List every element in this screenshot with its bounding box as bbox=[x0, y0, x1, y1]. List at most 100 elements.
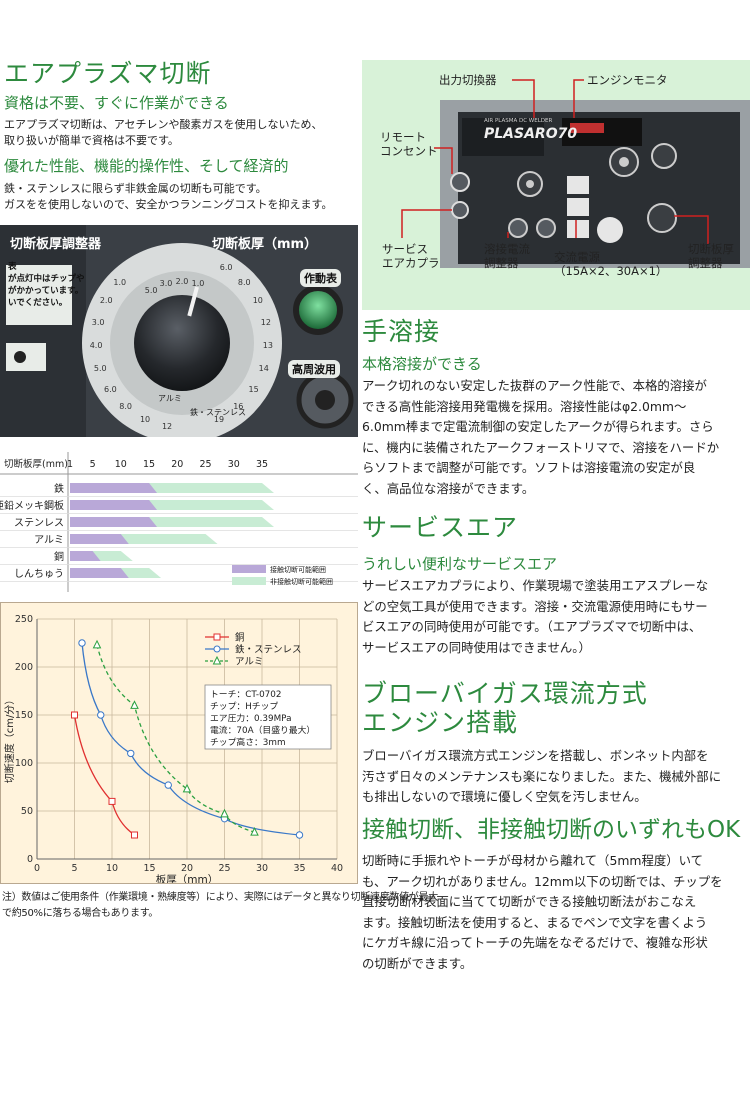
dial-scale-number: 12 bbox=[260, 318, 271, 328]
service-air-body: サービスエアカプラにより、作業現場で塗装用エアスプレーな どの空気工具が使用でき… bbox=[362, 576, 748, 658]
data-point bbox=[97, 711, 105, 719]
legend-contact-swatch bbox=[232, 565, 266, 573]
label-cut-thickness: 切断板厚 調整器 bbox=[688, 242, 734, 270]
x-axis-label: 板厚（mm） bbox=[156, 873, 218, 883]
thickness-chart-header-bg bbox=[0, 452, 358, 474]
thickness-row-label: しんちゅう bbox=[14, 568, 64, 580]
dial-scale-number: 3.0 bbox=[159, 279, 173, 289]
data-note-line: 注）数値はご使用条件（作業環境・熟練度等）により、実際にはデータと異なり切断速度… bbox=[2, 892, 438, 903]
service-air-body-line: どの空気工具が使用できます。溶接・交流電源使用時にもサー bbox=[362, 598, 708, 614]
series-line bbox=[81, 642, 300, 836]
dial-scale-number: 5.0 bbox=[144, 285, 158, 295]
contact-range-bar bbox=[70, 551, 101, 561]
panel-notice-line: 表 bbox=[8, 262, 17, 272]
dial-scale-number: 3.0 bbox=[91, 318, 105, 328]
thickness-row-label: 銅 bbox=[54, 550, 64, 563]
dial-scale-number: 16 bbox=[233, 401, 244, 411]
legend-contact-label: 接触切断可能範囲 bbox=[270, 565, 326, 574]
welding-title: 手溶接 bbox=[362, 317, 441, 346]
dial-scale-number: 12 bbox=[161, 421, 173, 431]
blowby-title-line: エンジン搭載 bbox=[362, 707, 519, 737]
y-tick-label: 200 bbox=[15, 662, 33, 673]
x-tick-label: 20 bbox=[181, 863, 193, 874]
machine-subname: AIR PLASMA DC WELDER bbox=[484, 118, 553, 124]
x-tick-label: 10 bbox=[106, 863, 118, 874]
x-tick-label: 15 bbox=[143, 863, 155, 874]
dial-title-right: 切断板厚（mm） bbox=[212, 237, 318, 252]
welding-body-line: アーク切れのない安定した抜群のアーク性能で、本格的溶接が bbox=[362, 378, 707, 393]
thickness-row-label: 鉄 bbox=[54, 482, 64, 495]
contact-cutting-body-line: の切断ができます。 bbox=[362, 955, 473, 971]
welding-body-line: く、高品位な溶接ができます。 bbox=[362, 480, 535, 496]
dial-scale-number: 10 bbox=[139, 414, 151, 424]
x-tick-label: 40 bbox=[331, 863, 343, 874]
high-frequency-label: 高周波用 bbox=[288, 360, 340, 378]
contact-cutting-body-line: も、アーク切れがありません。12mm以下の切断では、チップを bbox=[362, 873, 723, 889]
conditions-box bbox=[204, 684, 332, 750]
label-remote-outlet-line: リモート bbox=[380, 130, 426, 144]
x-tick-label: 0 bbox=[34, 863, 40, 874]
legend-marker bbox=[213, 633, 221, 641]
dial-scale-number: 2.0 bbox=[175, 277, 189, 286]
thickness-tick-label: 20 bbox=[171, 459, 183, 470]
label-weld-current: 溶接電流 調整器 bbox=[484, 242, 530, 270]
label-remote-outlet-line: コンセント bbox=[380, 144, 438, 158]
series-line bbox=[73, 714, 135, 836]
x-tick-label: 35 bbox=[293, 863, 305, 874]
label-remote-outlet: リモート コンセント bbox=[380, 130, 438, 158]
label-cut-thickness-line: 切断板厚 bbox=[688, 242, 734, 256]
dial-scale-number: 14 bbox=[258, 363, 269, 373]
label-service-air-line: サービス bbox=[382, 242, 428, 256]
dial-scale-number: 8.0 bbox=[237, 277, 251, 287]
dial-ring-label: アルミ bbox=[158, 394, 182, 403]
label-ac-power-line: 交流電源 bbox=[554, 250, 600, 264]
legend-label: アルミ bbox=[235, 657, 263, 668]
machine-panel-diagram: PLASARO70 AIR PLASMA DC WELDER 出力切換器 エンジ… bbox=[362, 60, 750, 310]
legend-noncontact-label: 非接触切断可能範囲 bbox=[270, 577, 333, 586]
welding-body: アーク切れのない安定した抜群のアーク性能で、本格的溶接が できる高性能溶接用発電… bbox=[362, 376, 748, 499]
blowby-title-line: ブローバイガス環流方式 bbox=[362, 679, 648, 708]
plasma-subheading-2: 優れた性能、機能的操作性、そして経済的 bbox=[4, 157, 289, 175]
blowby-body-line: も排出しないので環境に優しく空気を汚しません。 bbox=[362, 789, 647, 804]
dial-scale-number: 13 bbox=[262, 341, 273, 351]
data-point bbox=[130, 700, 139, 709]
welding-body-line: できる高性能溶接用発電機を採用。溶接性能はφ2.0mm〜 bbox=[362, 398, 687, 414]
contact-cutting-body-line: にケガキ線に沿ってトーチの先端をなぞるだけで、複雑な形状 bbox=[362, 935, 708, 950]
y-axis-label: 切断速度（cm/分） bbox=[3, 695, 16, 784]
contact-range-bar bbox=[70, 517, 158, 527]
dial-scale-number: 15 bbox=[248, 384, 259, 394]
contact-range-bar bbox=[70, 483, 158, 493]
thickness-row-label: 亜鉛メッキ鋼板 bbox=[0, 499, 64, 512]
plasma-body-1-line: 取り扱いが簡単で資格は不要です。 bbox=[4, 134, 179, 147]
plasma-body-2-line: ガスをを使用しないので、安全かつランニングコストを抑えます。 bbox=[4, 198, 333, 211]
label-service-air-line: エアカプラ bbox=[382, 256, 440, 270]
blowby-body-line: 汚さず日々のメンテナンスも楽になりました。また、機械外部に bbox=[362, 768, 722, 784]
dial-scale-number: 5.0 bbox=[93, 363, 107, 373]
control-panel-illustration bbox=[0, 225, 358, 437]
plasma-body-1-line: エアプラズマ切断は、アセチレンや酸素ガスを使用しないため、 bbox=[4, 118, 323, 131]
panel-notice-line: いでください。 bbox=[8, 298, 68, 308]
thickness-tick-label: 1 bbox=[67, 459, 73, 470]
contact-cutting-body-line: 直接切断材表面に当てて切断ができる接触切断法がおこなえ bbox=[362, 894, 697, 909]
thickness-tick-label: 30 bbox=[228, 459, 240, 470]
data-point bbox=[164, 781, 172, 789]
dial-ring-label: 鉄・ステンレス bbox=[190, 408, 246, 417]
y-tick-label: 0 bbox=[27, 854, 33, 865]
contact-cutting-body-line: 切断時に手振れやトーチが母材から離れて（5mm程度）いて bbox=[362, 853, 704, 868]
contact-cutting-body-line: ます。接触切断法を使用すると、まるでペンで文字を書くよう bbox=[362, 914, 708, 930]
legend-marker bbox=[213, 645, 221, 653]
data-point bbox=[220, 808, 229, 818]
y-tick-label: 250 bbox=[15, 614, 33, 625]
y-tick-label: 100 bbox=[15, 758, 33, 769]
dial-scale-number: 19 bbox=[213, 414, 225, 424]
service-air-title: サービスエア bbox=[362, 513, 519, 542]
control-panel-photo: 切断板厚調整器 切断板厚（mm） 表 が点灯中はチップや がかかっています。 い… bbox=[0, 225, 358, 437]
welding-subheading: 本格溶接ができる bbox=[362, 355, 482, 373]
thickness-tick-label: 5 bbox=[90, 459, 96, 470]
service-air-body-line: サービスエアカプラにより、作業現場で塗装用エアスプレーな bbox=[362, 578, 709, 593]
label-ac-power: 交流電源 （15A×2、30A×1） bbox=[554, 250, 667, 278]
data-point bbox=[127, 749, 135, 758]
thickness-row-label: ステンレス bbox=[14, 518, 64, 529]
